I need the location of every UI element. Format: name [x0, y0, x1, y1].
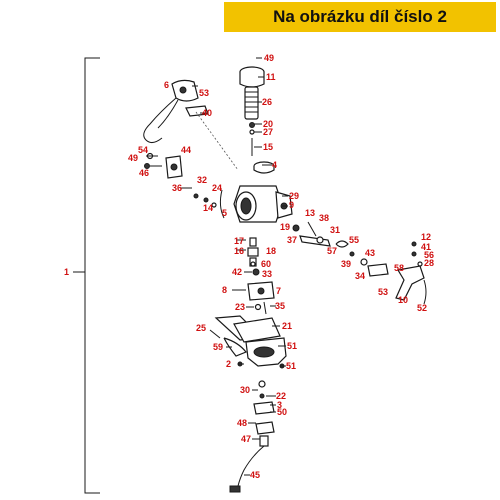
callout-51-right: 51: [286, 361, 296, 371]
callout-23: 23: [235, 302, 245, 312]
callout-57: 57: [327, 246, 337, 256]
callout-28: 28: [424, 258, 434, 268]
callout-14: 14: [203, 203, 213, 213]
callout-54: 54: [138, 145, 148, 155]
callout-12: 12: [421, 232, 431, 242]
callout-53-right: 53: [378, 287, 388, 297]
callout-20: 20: [263, 119, 273, 129]
title-banner: Na obrázku díl číslo 2: [224, 2, 496, 32]
leader-lines: [180, 57, 288, 476]
callout-36: 36: [172, 183, 182, 193]
carburetor-body: [193, 185, 293, 223]
callout-55: 55: [349, 235, 359, 245]
callout-5: 5: [222, 208, 227, 218]
callout-32: 32: [197, 175, 207, 185]
callout-34: 34: [355, 271, 365, 281]
callout-42: 42: [232, 267, 242, 277]
top-cap-group: [239, 66, 275, 174]
callout-10: 10: [398, 295, 408, 305]
callout-17: 17: [234, 236, 244, 246]
callout-13: 13: [305, 208, 315, 218]
callout-43: 43: [365, 248, 375, 258]
callout-4: 4: [272, 160, 277, 170]
callout-59: 59: [213, 342, 223, 352]
callout-35: 35: [275, 301, 285, 311]
callout-2: 51: [287, 341, 297, 351]
callout-37: 37: [287, 235, 297, 245]
callout-58: 58: [394, 263, 404, 273]
callout-11: 11: [266, 72, 276, 82]
callout-60: 60: [261, 259, 271, 269]
callout-48: 48: [237, 418, 247, 428]
callout-49-left: 49: [128, 153, 138, 163]
choke-group: [143, 79, 239, 171]
callout-6: 6: [164, 80, 169, 90]
callout-30: 30: [240, 385, 250, 395]
callout-9: 9: [289, 200, 294, 210]
callout-21: 21: [282, 321, 292, 331]
callout-22: 22: [276, 391, 286, 401]
callout-38: 38: [319, 213, 329, 223]
callout-labels: 49 11 6 53 26 40 20 27 15 4 54 44 49 46 …: [128, 53, 434, 480]
callout-49-top: 49: [264, 53, 274, 63]
callout-31: 31: [330, 225, 340, 235]
right-bracket-group: [360, 241, 427, 305]
callout-40: 40: [202, 108, 212, 118]
callout-26: 26: [262, 97, 272, 107]
callout-15: 15: [263, 142, 273, 152]
callout-27: 27: [263, 127, 273, 137]
jet-stack: [247, 237, 275, 315]
callout-3: 3: [277, 400, 282, 410]
callout-8: 8: [222, 285, 227, 295]
assembly-bracket: [73, 57, 100, 494]
callout-46: 46: [139, 168, 149, 178]
callout-50: 50: [277, 407, 287, 417]
callout-18: 18: [266, 246, 276, 256]
callout-24: 24: [212, 183, 222, 193]
callout-41: 41: [421, 242, 431, 252]
throttle-linkage: [292, 221, 355, 257]
callout-25: 25: [196, 323, 206, 333]
assembly-bracket-label: 1: [64, 267, 69, 277]
callout-44: 44: [181, 145, 191, 155]
title-banner-text: Na obrázku díl číslo 2: [273, 7, 447, 26]
callout-7: 7: [276, 286, 281, 296]
left-parts-group: [144, 152, 183, 179]
callout-53-top: 53: [199, 88, 209, 98]
callout-19: 19: [280, 222, 290, 232]
callout-39: 39: [341, 259, 351, 269]
callout-45: 45: [250, 470, 260, 480]
float-bowl-group: [214, 315, 287, 493]
callout-47: 47: [241, 434, 251, 444]
callout-33: 33: [262, 269, 272, 279]
callout-29: 29: [289, 191, 299, 201]
callout-51-left: 2: [226, 359, 231, 369]
callout-16: 16: [234, 246, 244, 256]
callout-52: 52: [417, 303, 427, 313]
callout-56: 56: [424, 250, 434, 260]
